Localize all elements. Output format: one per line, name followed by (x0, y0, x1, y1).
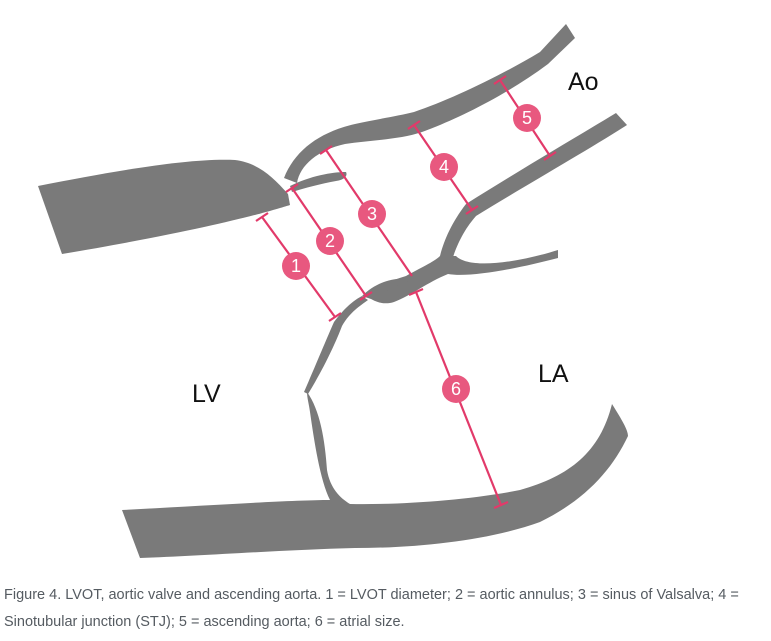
marker-3: 3 (358, 200, 386, 228)
marker-1: 1 (282, 252, 310, 280)
svg-text:1: 1 (291, 256, 301, 276)
svg-text:6: 6 (451, 379, 461, 399)
upper-aortic-wall (284, 24, 575, 183)
marker-5: 5 (513, 104, 541, 132)
posterior-left-atrial-wall (122, 392, 628, 558)
svg-text:2: 2 (325, 231, 335, 251)
svg-text:3: 3 (367, 204, 377, 224)
anterior-mitral-leaflet (304, 296, 368, 394)
septal-wall (38, 160, 290, 254)
left-ventricle-label: LV (192, 380, 221, 408)
svg-text:5: 5 (522, 108, 532, 128)
left-atrium-label: LA (538, 360, 569, 388)
marker-2: 2 (316, 227, 344, 255)
mitral-aortic-curtain (366, 250, 558, 303)
marker-4: 4 (430, 153, 458, 181)
marker-6: 6 (442, 375, 470, 403)
aorta-label: Ao (568, 68, 599, 96)
anatomy-diagram: Ao LA LV 1 2 3 4 5 6 (0, 0, 771, 575)
svg-text:4: 4 (439, 157, 449, 177)
posterior-aortic-wall (440, 113, 627, 260)
figure-caption: Figure 4. LVOT, aortic valve and ascendi… (4, 582, 768, 636)
